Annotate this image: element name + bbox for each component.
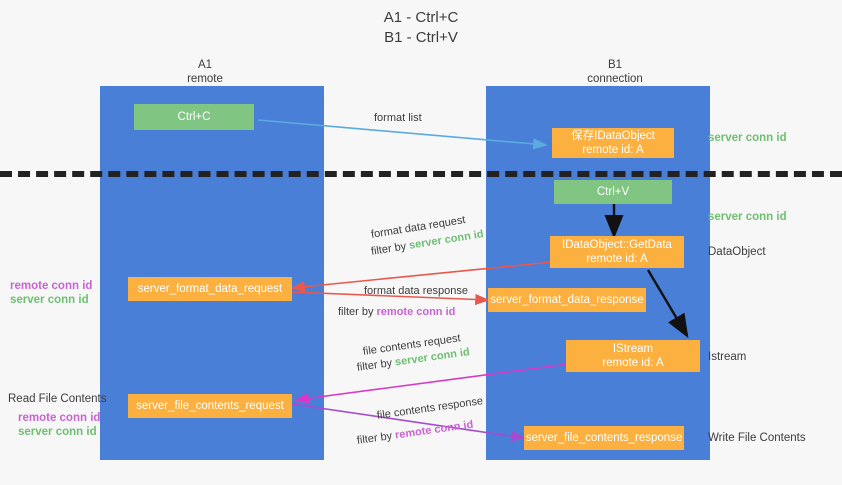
column-header-a1: A1 remote: [130, 58, 280, 86]
left-label-remote-conn-id-2: remote conn id: [18, 412, 101, 424]
box-istream-line2: remote id: A: [602, 357, 664, 369]
box-server-file-contents-response[interactable]: server_file_contents_response: [524, 426, 684, 450]
filter-prefix: filter by: [370, 239, 411, 258]
title-line-1: A1 - Ctrl+C: [383, 9, 459, 26]
column-b1-role: connection: [587, 73, 643, 85]
box-ctrl-c-label: Ctrl+C: [177, 111, 211, 123]
edge-label-format-data-response-filter: filter by remote conn id: [338, 305, 455, 320]
box-ctrl-v-label: Ctrl+V: [596, 186, 630, 198]
box-save-idataobject[interactable]: 保存IDataObject remote id: A: [552, 128, 674, 158]
filter-key-remote-conn-id: remote conn id: [394, 418, 475, 442]
right-label-dataobject: DataObject: [708, 246, 766, 258]
box-idataobject-getdata[interactable]: IDataObject::GetData remote id: A: [550, 236, 684, 268]
box-server-file-contents-response-label: server_file_contents_response: [525, 432, 683, 444]
right-label-istream: Istream: [708, 351, 747, 363]
column-a1-role: remote: [187, 73, 223, 85]
filter-prefix: filter by: [338, 306, 377, 318]
box-ctrl-v[interactable]: Ctrl+V: [554, 180, 672, 204]
box-server-format-data-response-label: server_format_data_response: [490, 294, 644, 306]
column-header-b1: B1 connection: [540, 58, 690, 86]
box-save-idataobject-line1: 保存IDataObject: [571, 130, 655, 142]
right-label-server-conn-id-top: server conn id: [708, 132, 787, 144]
box-istream-line1: IStream: [612, 343, 654, 355]
left-label-read-file-contents: Read File Contents: [8, 393, 107, 405]
box-server-file-contents-request[interactable]: server_file_contents_request: [128, 394, 292, 418]
left-label-server-conn-id-2: server conn id: [18, 426, 97, 438]
left-label-remote-conn-id-1: remote conn id: [10, 280, 93, 292]
box-server-format-data-request[interactable]: server_format_data_request: [128, 277, 292, 301]
filter-prefix: filter by: [356, 356, 396, 374]
page-title: A1 - Ctrl+C B1 - Ctrl+V: [0, 8, 842, 48]
phase-divider: [0, 171, 842, 177]
box-save-idataobject-line2: remote id: A: [582, 144, 644, 156]
edge-label-format-data-response: format data response: [364, 285, 468, 297]
box-istream[interactable]: IStream remote id: A: [566, 340, 700, 372]
column-a1-name: A1: [197, 59, 213, 71]
edge-label-file-contents-response-filter: filter by remote conn id: [356, 418, 474, 449]
edge-label-format-list: format list: [374, 112, 422, 124]
box-idataobject-getdata-line1: IDataObject::GetData: [562, 239, 672, 251]
title-line-2: B1 - Ctrl+V: [384, 29, 458, 46]
filter-key-remote-conn-id: remote conn id: [376, 306, 456, 318]
filter-prefix: filter by: [356, 429, 396, 447]
box-server-format-data-request-label: server_format_data_request: [137, 283, 283, 295]
column-b1-name: B1: [607, 59, 623, 71]
box-ctrl-c[interactable]: Ctrl+C: [134, 104, 254, 130]
box-server-format-data-response[interactable]: server_format_data_response: [488, 288, 646, 312]
box-idataobject-getdata-line2: remote id: A: [586, 253, 648, 265]
left-label-server-conn-id-1: server conn id: [10, 294, 89, 306]
right-label-write-file-contents: Write File Contents: [708, 432, 806, 444]
box-server-file-contents-request-label: server_file_contents_request: [136, 400, 284, 412]
right-label-server-conn-id-mid: server conn id: [708, 211, 787, 223]
